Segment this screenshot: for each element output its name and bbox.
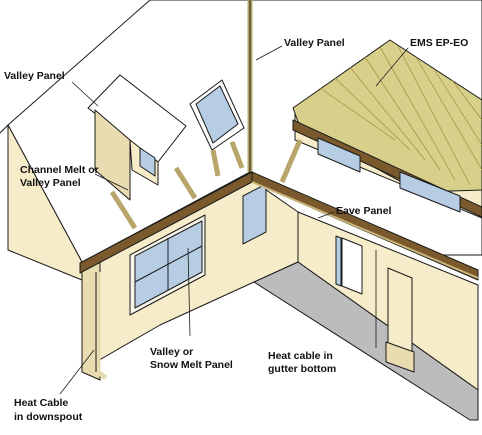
label-ems-ep-eo: EMS EP-EO: [410, 37, 468, 49]
leader-valley-panel-top: [255, 45, 283, 61]
skylight-melt-strip-1: [210, 149, 221, 177]
label-valley-snow-2: Snow Melt Panel: [150, 359, 233, 371]
label-heat-downspout-2: in downspout: [14, 411, 83, 423]
leader-channel-melt: [94, 173, 129, 191]
dormer-window: [139, 147, 156, 177]
back-wing-valley-strip: [279, 139, 303, 183]
label-valley-panel-top: Valley Panel: [284, 37, 345, 49]
channel-melt-strip-1: [109, 190, 138, 230]
front-window-right: [242, 183, 267, 245]
porch-column-plinth: [385, 341, 415, 373]
dormer-side-wall: [94, 109, 131, 201]
label-valley-snow-1: Valley or: [150, 346, 193, 358]
skylight-glass: [195, 85, 239, 144]
back-wing-window-2: [399, 171, 461, 213]
label-heat-gutter-1: Heat cable in: [268, 350, 333, 362]
leader-heat-downspout: [59, 349, 95, 395]
leader-eave-panel: [317, 211, 335, 219]
skylight-melt-strip-2: [229, 141, 245, 169]
label-eave-panel: Eave Panel: [336, 205, 392, 217]
porch-floor: [253, 261, 479, 421]
channel-melt-strip-2: [173, 166, 198, 200]
front-door: [341, 237, 363, 295]
label-channel-melt-2: Valley Panel: [20, 177, 81, 189]
leader-valley-snow: [187, 247, 191, 337]
back-wing-window-1: [317, 137, 361, 173]
label-heat-gutter-2: gutter bottom: [268, 363, 336, 375]
leader-ems: [375, 47, 409, 87]
label-heat-downspout-1: Heat Cable: [14, 397, 68, 409]
label-channel-melt-1: Channel Melt or: [20, 164, 99, 176]
label-valley-panel-left: Valley Panel: [4, 70, 65, 82]
door-sidelight: [335, 235, 342, 287]
leader-valley-panel-left: [71, 81, 99, 107]
